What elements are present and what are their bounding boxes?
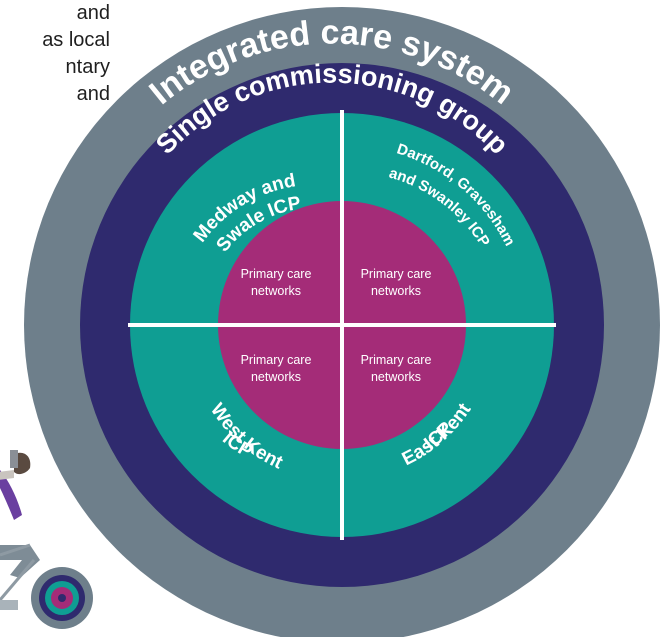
pcn-top-left-line2: networks (251, 284, 301, 298)
pcn-top-right-line1: Primary care (361, 267, 432, 281)
pcn-top-left-line1: Primary care (241, 267, 312, 281)
cyclist-illustration (0, 450, 93, 629)
intro-line-4: and (76, 83, 110, 105)
intro-line-2: as local (42, 29, 110, 51)
pcn-top-right-line2: networks (371, 284, 421, 298)
intro-line-3: ntary (65, 56, 110, 78)
pcn-bottom-right-line2: networks (371, 370, 421, 384)
intro-line-1: and (76, 2, 110, 24)
pcn-bottom-left-line1: Primary care (241, 353, 312, 367)
intro-text: and as local ntary and (0, 0, 110, 108)
pcn-bottom-right-line1: Primary care (361, 353, 432, 367)
pcn-bottom-left-line2: networks (251, 370, 301, 384)
